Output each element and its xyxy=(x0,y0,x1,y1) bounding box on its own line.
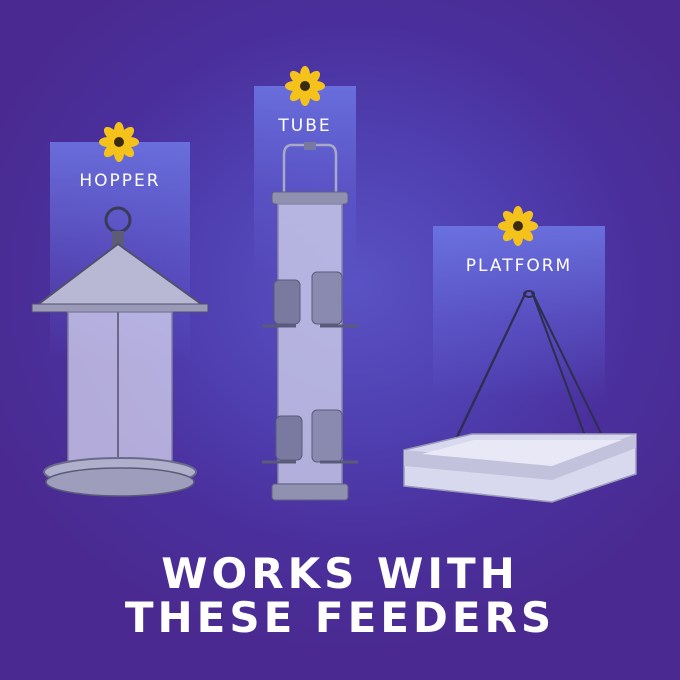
sunflower-icon xyxy=(285,66,325,106)
sunflower-icon xyxy=(99,122,139,162)
platform-feeder-illustration xyxy=(403,290,637,503)
hopper-label: HOPPER xyxy=(79,171,161,191)
tube-label: TUBE xyxy=(278,116,332,136)
sunflower-icon xyxy=(498,206,538,246)
hopper-feeder-illustration xyxy=(31,206,209,497)
platform-panel xyxy=(433,226,605,396)
headline-line-1: WORKS WITH xyxy=(161,549,519,598)
tube-feeder-illustration xyxy=(262,142,358,501)
headline-line-2: THESE FEEDERS xyxy=(124,593,556,642)
platform-label: PLATFORM xyxy=(465,256,573,276)
